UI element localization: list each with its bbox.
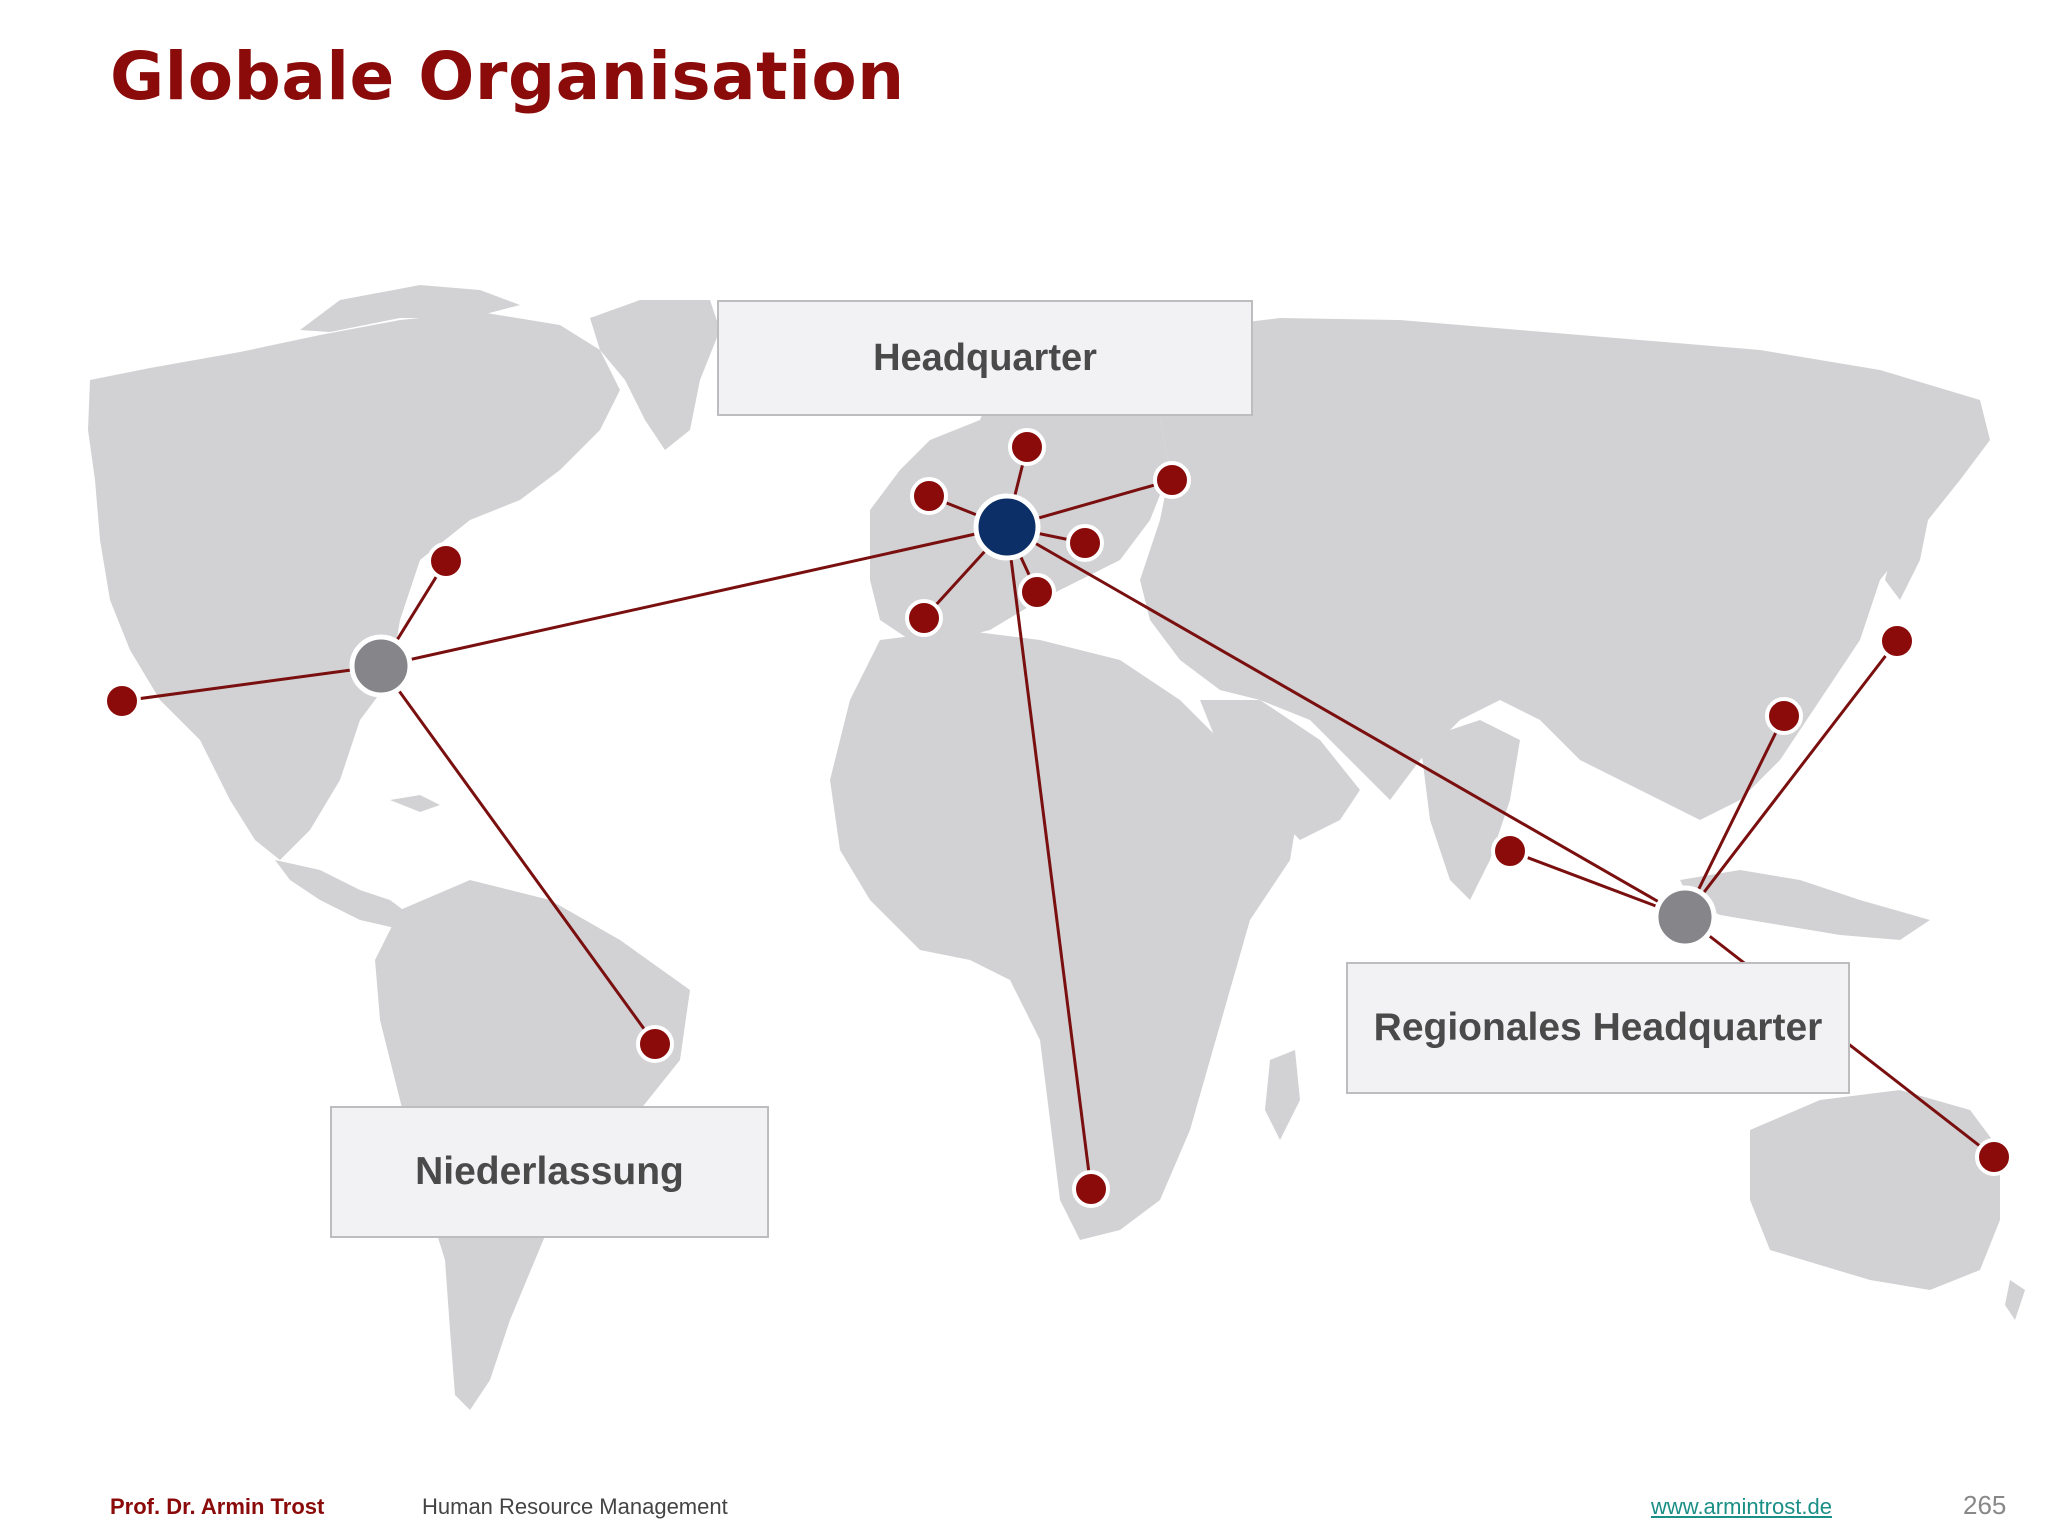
land-north-america — [88, 312, 620, 860]
regional-hq-node-southeast-asia — [1653, 885, 1717, 949]
footer-course: Human Resource Management — [422, 1494, 728, 1519]
branch-node-australia — [1975, 1138, 2013, 1176]
land-southeast-asia-islands — [1680, 870, 1930, 940]
land-australia — [1750, 1090, 2000, 1290]
branch-node-italy — [1018, 573, 1056, 611]
branch-node-india — [1491, 832, 1529, 870]
page-number: 265 — [1963, 1490, 2007, 1520]
branch-node-northeastern-us — [427, 542, 465, 580]
footer-author: Prof. Dr. Armin Trost — [110, 1494, 325, 1519]
branch-node-central-europe — [1066, 524, 1104, 562]
branch-node-british-isles — [910, 477, 948, 515]
land-caribbean — [390, 795, 440, 812]
land-new-zealand — [2005, 1280, 2025, 1320]
land-madagascar — [1265, 1050, 1300, 1140]
regional-headquarter-label: Regionales Headquarter — [1346, 962, 1850, 1094]
regional-hq-node-north-america — [349, 634, 413, 698]
world-map-land — [88, 285, 2025, 1410]
branch-nodes — [103, 428, 2013, 1208]
branch-node-eastern-europe — [1153, 461, 1191, 499]
branch-node-western-us — [103, 682, 141, 720]
branch-node-japan — [1878, 622, 1916, 660]
headquarter-label: Headquarter — [717, 300, 1253, 416]
land-greenland — [590, 300, 720, 450]
branch-node-southern-africa — [1072, 1170, 1110, 1208]
headquarter-node — [973, 493, 1041, 561]
land-arabia — [1200, 700, 1360, 840]
land-india — [1420, 720, 1520, 900]
regional-headquarter-nodes — [349, 634, 1717, 949]
footer-url-link[interactable]: www.armintrost.de — [1651, 1494, 1832, 1519]
branch-node-iberia — [905, 599, 943, 637]
land-canadian-islands — [300, 285, 520, 332]
land-japan — [1885, 480, 1930, 600]
land-central-america — [275, 860, 410, 928]
land-africa — [830, 630, 1300, 1240]
branch-label: Niederlassung — [330, 1106, 769, 1238]
branch-node-brazil — [636, 1025, 674, 1063]
land-asia — [1100, 318, 1990, 820]
page-title: Globale Organisation — [110, 38, 905, 115]
branch-node-northern-europe — [1008, 428, 1046, 466]
branch-node-china — [1765, 697, 1803, 735]
